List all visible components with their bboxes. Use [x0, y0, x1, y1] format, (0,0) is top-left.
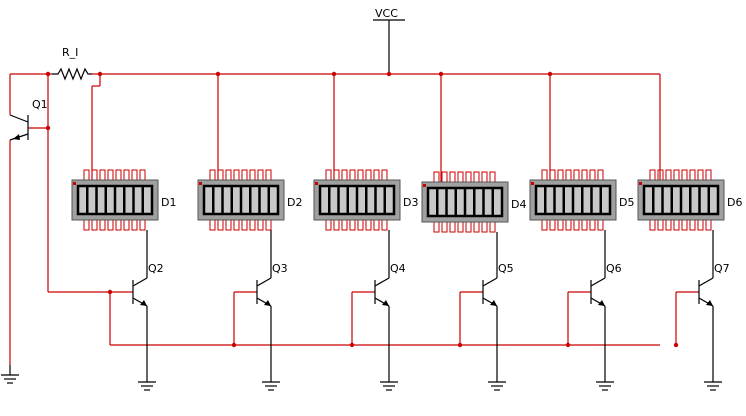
npn-transistor-icon: [568, 277, 606, 322]
ground-icon: [262, 372, 280, 391]
transistor-label: Q3: [272, 262, 288, 275]
bar-graph-display-icon: [197, 169, 285, 231]
display-label: D1: [161, 196, 176, 209]
vcc-label: VCC: [375, 7, 398, 20]
transistor-label: Q2: [148, 262, 164, 275]
junction-dot: [331, 71, 337, 77]
junction-dot: [673, 342, 679, 348]
npn-transistor-icon: [460, 277, 498, 322]
display-label: D6: [727, 196, 742, 209]
junction-dot: [349, 342, 355, 348]
junction-dots: [45, 71, 679, 348]
ground-icon: [380, 372, 398, 391]
junction-dot: [215, 71, 221, 77]
transistor-q1: Q1: [9, 74, 110, 365]
junction-dot: [438, 71, 444, 77]
junction-dot: [547, 71, 553, 77]
junction-dot: [386, 71, 392, 77]
display-label: D5: [619, 196, 634, 209]
display-label: D2: [287, 196, 302, 209]
junction-dot: [107, 289, 113, 295]
q1-label: Q1: [32, 98, 48, 111]
transistor-label: Q5: [498, 262, 514, 275]
junction-dot: [45, 71, 51, 77]
bar-graph-display-icon: [637, 169, 725, 231]
ground-icon: [488, 372, 506, 391]
transistor-label: Q4: [390, 262, 406, 275]
display-label: D4: [511, 198, 526, 211]
junction-dot: [231, 342, 237, 348]
junction-dot: [457, 342, 463, 348]
supply-rail: [10, 73, 661, 182]
bar-graph-display-icon: [421, 171, 509, 233]
ground-icon: [138, 372, 156, 391]
ground-icon: [1, 365, 19, 384]
ground-icon: [704, 372, 722, 391]
npn-transistor-icon: [352, 277, 390, 322]
ground-symbols: [1, 365, 722, 391]
junction-dot: [97, 71, 103, 77]
transistor-label: Q6: [606, 262, 622, 275]
junction-dot: [565, 342, 571, 348]
npn-transistor-icon: [234, 277, 272, 322]
vcc-supply: VCC: [373, 7, 405, 74]
bar-graph-display-icon: [529, 169, 617, 231]
ground-icon: [596, 372, 614, 391]
bar-graph-display-icon: [313, 169, 401, 231]
npn-transistor-icon: [676, 277, 714, 322]
transistor-label: Q7: [714, 262, 730, 275]
npn-transistor-icon: [110, 277, 148, 322]
resistor-r-i: R_I: [52, 46, 92, 81]
junction-dot: [45, 125, 51, 131]
resistor-label: R_I: [62, 46, 78, 59]
bar-graph-display-icon: [71, 169, 159, 231]
display-label: D3: [403, 196, 418, 209]
